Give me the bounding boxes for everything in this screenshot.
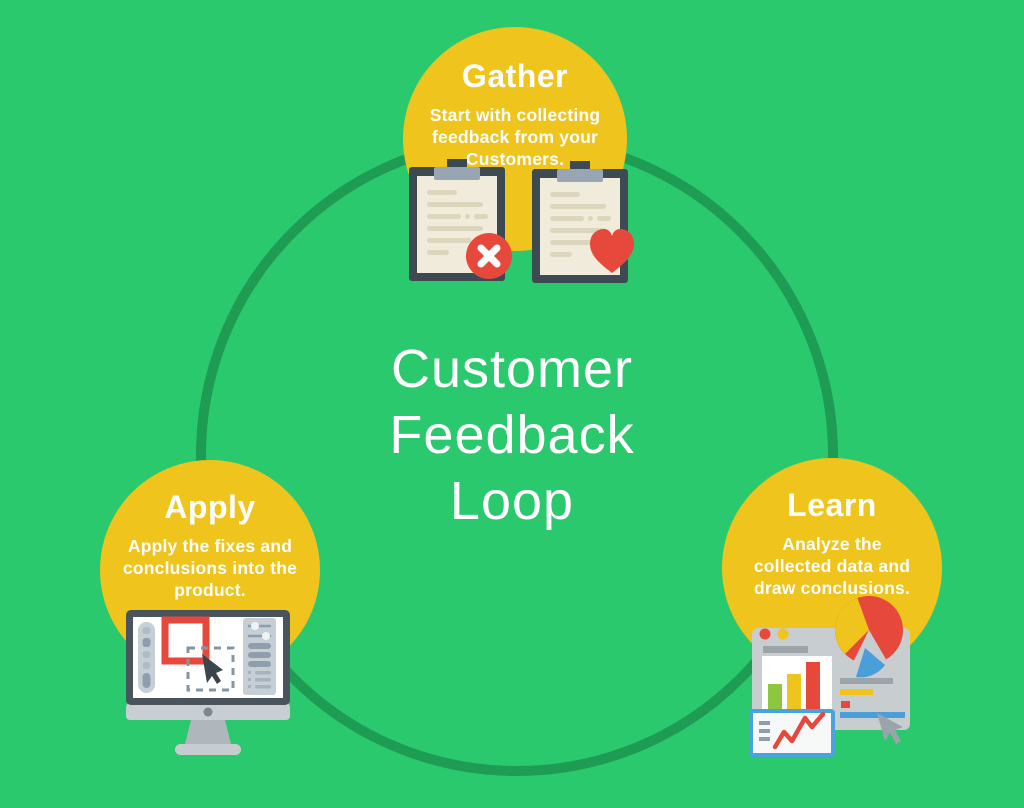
x-badge-icon <box>466 233 512 279</box>
stage-gather-title: Gather <box>461 58 569 94</box>
monitor-stand <box>185 720 231 744</box>
description-line: draw conclusions. <box>753 578 911 598</box>
line-chart-icon <box>749 709 835 757</box>
stage-learn-description: Analyze the collected data and draw conc… <box>722 533 942 599</box>
stage-apply-description: Apply the fixes and conclusions into the… <box>100 535 320 601</box>
description-line: product. <box>174 580 246 600</box>
loop-title-line: Feedback <box>389 405 635 465</box>
clipboards-feedback-icon <box>409 159 634 283</box>
bar-chart-icon <box>762 656 832 716</box>
monitor-base <box>175 744 241 755</box>
description-line: Start with collecting <box>429 105 601 125</box>
description-line: Apply the fixes and <box>127 536 293 556</box>
description-line: Customers. <box>465 149 565 169</box>
selection-dashed-box <box>186 646 235 692</box>
window-dot-red <box>759 628 771 640</box>
loop-title: Customer Feedback Loop <box>0 336 1024 534</box>
stage-apply-title: Apply <box>164 489 256 525</box>
clipboard-x-icon <box>409 159 512 281</box>
loop-title-line: Loop <box>449 471 575 531</box>
toolbar-icon <box>138 622 155 693</box>
stage-learn-title: Learn <box>787 487 877 523</box>
description-line: Analyze the <box>782 534 882 554</box>
analytics-dashboard-icon <box>749 596 910 757</box>
settings-panel-icon <box>243 618 276 695</box>
description-line: collected data and <box>753 556 911 576</box>
heart-icon <box>590 229 634 273</box>
window-dot-yellow <box>777 628 789 640</box>
red-square-shape <box>161 616 210 665</box>
monitor-camera-dot <box>203 707 213 717</box>
description-line: feedback from your <box>431 127 598 147</box>
stat-rows <box>840 678 905 718</box>
cursor-icon <box>202 654 223 684</box>
clipboard-heart-icon <box>532 161 634 283</box>
design-monitor-icon <box>126 610 290 755</box>
stage-gather-description: Start with collecting feedback from your… <box>403 104 627 170</box>
pie-chart-icon <box>835 596 903 678</box>
loop-title-line: Customer <box>390 339 634 399</box>
description-line: conclusions into the <box>122 558 298 578</box>
cursor-icon <box>877 713 903 744</box>
